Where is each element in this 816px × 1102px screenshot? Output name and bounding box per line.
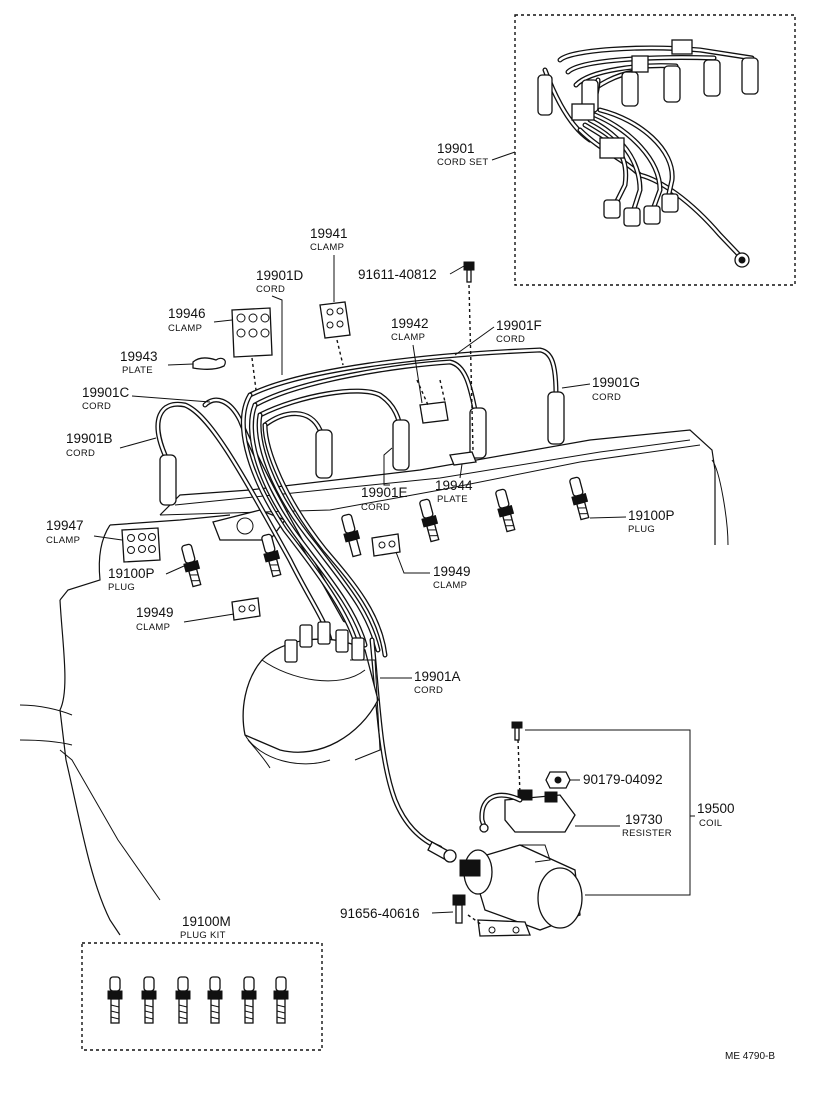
svg-text:19901: 19901 bbox=[437, 141, 475, 156]
label-nut-90179: 90179-04092 bbox=[570, 772, 663, 787]
svg-text:19946: 19946 bbox=[168, 306, 206, 321]
plate-19943 bbox=[192, 357, 226, 370]
svg-text:19500: 19500 bbox=[697, 801, 735, 816]
clamp-19947 bbox=[121, 527, 161, 563]
svg-text:19901F: 19901F bbox=[496, 318, 542, 333]
svg-text:CLAMP: CLAMP bbox=[136, 622, 170, 633]
label-clamp-19946: 19946 CLAMP bbox=[168, 306, 233, 334]
svg-text:CLAMP: CLAMP bbox=[168, 323, 202, 334]
svg-text:CORD: CORD bbox=[82, 401, 111, 412]
label-bolt-91611: 91611-40812 bbox=[358, 265, 465, 282]
svg-text:19901C: 19901C bbox=[82, 385, 130, 400]
svg-text:COIL: COIL bbox=[699, 818, 722, 829]
label-cord-19901A: 19901A CORD bbox=[380, 669, 461, 696]
label-resister-19730: 19730 RESISTER bbox=[575, 812, 672, 839]
svg-text:RESISTER: RESISTER bbox=[622, 828, 672, 839]
svg-text:19942: 19942 bbox=[391, 316, 429, 331]
svg-text:CORD: CORD bbox=[361, 502, 390, 513]
drawing-code: ME 4790-B bbox=[725, 1051, 775, 1062]
svg-text:19949: 19949 bbox=[136, 605, 174, 620]
svg-text:19947: 19947 bbox=[46, 518, 84, 533]
label-cord-19901E: 19901E CORD bbox=[361, 447, 408, 513]
svg-text:19943: 19943 bbox=[120, 349, 158, 364]
label-plate-19944: 19944 PLATE bbox=[435, 463, 473, 505]
svg-text:19901A: 19901A bbox=[414, 669, 461, 684]
clamp-19941 bbox=[319, 301, 351, 366]
label-plug-kit-19100M: 19100M PLUG KIT bbox=[180, 914, 231, 941]
svg-text:19941: 19941 bbox=[310, 226, 348, 241]
label-coil-19500: 19500 COIL bbox=[525, 729, 735, 896]
clamp-19949-right bbox=[371, 533, 401, 557]
plate-19944 bbox=[449, 451, 477, 466]
engine-outline bbox=[19, 429, 729, 936]
svg-text:19730: 19730 bbox=[625, 812, 663, 827]
label-clamp-19941: 19941 CLAMP bbox=[310, 226, 348, 302]
plug-kit-plug-5 bbox=[241, 976, 257, 1024]
cord-boots bbox=[159, 391, 565, 506]
svg-text:CLAMP: CLAMP bbox=[46, 535, 80, 546]
svg-text:91656-40616: 91656-40616 bbox=[340, 906, 420, 921]
svg-text:PLUG: PLUG bbox=[628, 524, 655, 535]
plug-kit-plug-4 bbox=[207, 976, 223, 1024]
label-cord-set: 19901 CORD SET bbox=[437, 141, 516, 168]
svg-text:CLAMP: CLAMP bbox=[391, 332, 425, 343]
svg-text:19949: 19949 bbox=[433, 564, 471, 579]
svg-text:CORD: CORD bbox=[496, 334, 525, 345]
svg-text:PLUG: PLUG bbox=[108, 582, 135, 593]
svg-text:PLATE: PLATE bbox=[437, 494, 468, 505]
plug-kit-plug-3 bbox=[175, 976, 191, 1024]
coil-assembly bbox=[427, 721, 583, 937]
cord-set-inset bbox=[514, 14, 796, 286]
svg-text:CORD: CORD bbox=[256, 284, 285, 295]
svg-text:CORD: CORD bbox=[414, 685, 443, 696]
label-bolt-91656: 91656-40616 bbox=[340, 906, 454, 921]
label-plug-19100P-right: 19100P PLUG bbox=[589, 508, 675, 535]
svg-text:CLAMP: CLAMP bbox=[310, 242, 344, 253]
label-plate-19943: 19943 PLATE bbox=[120, 349, 194, 376]
svg-text:19901G: 19901G bbox=[592, 375, 640, 390]
label-cord-19901C: 19901C CORD bbox=[82, 385, 211, 412]
svg-text:PLUG KIT: PLUG KIT bbox=[180, 930, 226, 941]
ignition-cords bbox=[155, 347, 559, 851]
svg-text:PLATE: PLATE bbox=[122, 365, 153, 376]
svg-text:CORD SET: CORD SET bbox=[437, 157, 489, 168]
label-plug-19100P-left: 19100P PLUG bbox=[108, 565, 185, 593]
label-clamp-19947: 19947 CLAMP bbox=[46, 518, 123, 546]
label-clamp-19949-right: 19949 CLAMP bbox=[395, 551, 471, 591]
svg-text:CORD: CORD bbox=[66, 448, 95, 459]
label-cord-19901F: 19901F CORD bbox=[454, 318, 542, 356]
plug-kit-plug-6 bbox=[273, 976, 289, 1024]
label-cord-19901D: 19901D CORD bbox=[256, 268, 304, 375]
svg-text:ME 4790-B: ME 4790-B bbox=[725, 1051, 775, 1062]
svg-text:90179-04092: 90179-04092 bbox=[583, 772, 663, 787]
clamp-19942 bbox=[416, 379, 449, 424]
plug-kit-box bbox=[81, 942, 323, 1051]
svg-text:CLAMP: CLAMP bbox=[433, 580, 467, 591]
svg-text:19100P: 19100P bbox=[628, 508, 675, 523]
svg-text:19100P: 19100P bbox=[108, 566, 155, 581]
svg-text:91611-40812: 91611-40812 bbox=[358, 267, 437, 282]
spark-plugs bbox=[181, 476, 590, 588]
clamp-19949-left bbox=[231, 597, 261, 621]
svg-text:19100M: 19100M bbox=[182, 914, 231, 929]
clamp-19946 bbox=[231, 307, 273, 391]
svg-text:CORD: CORD bbox=[592, 392, 621, 403]
svg-text:19944: 19944 bbox=[435, 478, 473, 493]
plug-kit-plug-1 bbox=[107, 976, 123, 1024]
distributor bbox=[242, 621, 381, 765]
svg-text:19901D: 19901D bbox=[256, 268, 304, 283]
label-clamp-19942: 19942 CLAMP bbox=[391, 316, 429, 404]
label-cord-19901G: 19901G CORD bbox=[561, 375, 640, 403]
svg-text:19901B: 19901B bbox=[66, 431, 113, 446]
label-clamp-19949-left: 19949 CLAMP bbox=[136, 605, 235, 633]
label-cord-19901B: 19901B CORD bbox=[66, 431, 157, 459]
svg-text:19901E: 19901E bbox=[361, 485, 408, 500]
plug-kit-plug-2 bbox=[141, 976, 157, 1024]
